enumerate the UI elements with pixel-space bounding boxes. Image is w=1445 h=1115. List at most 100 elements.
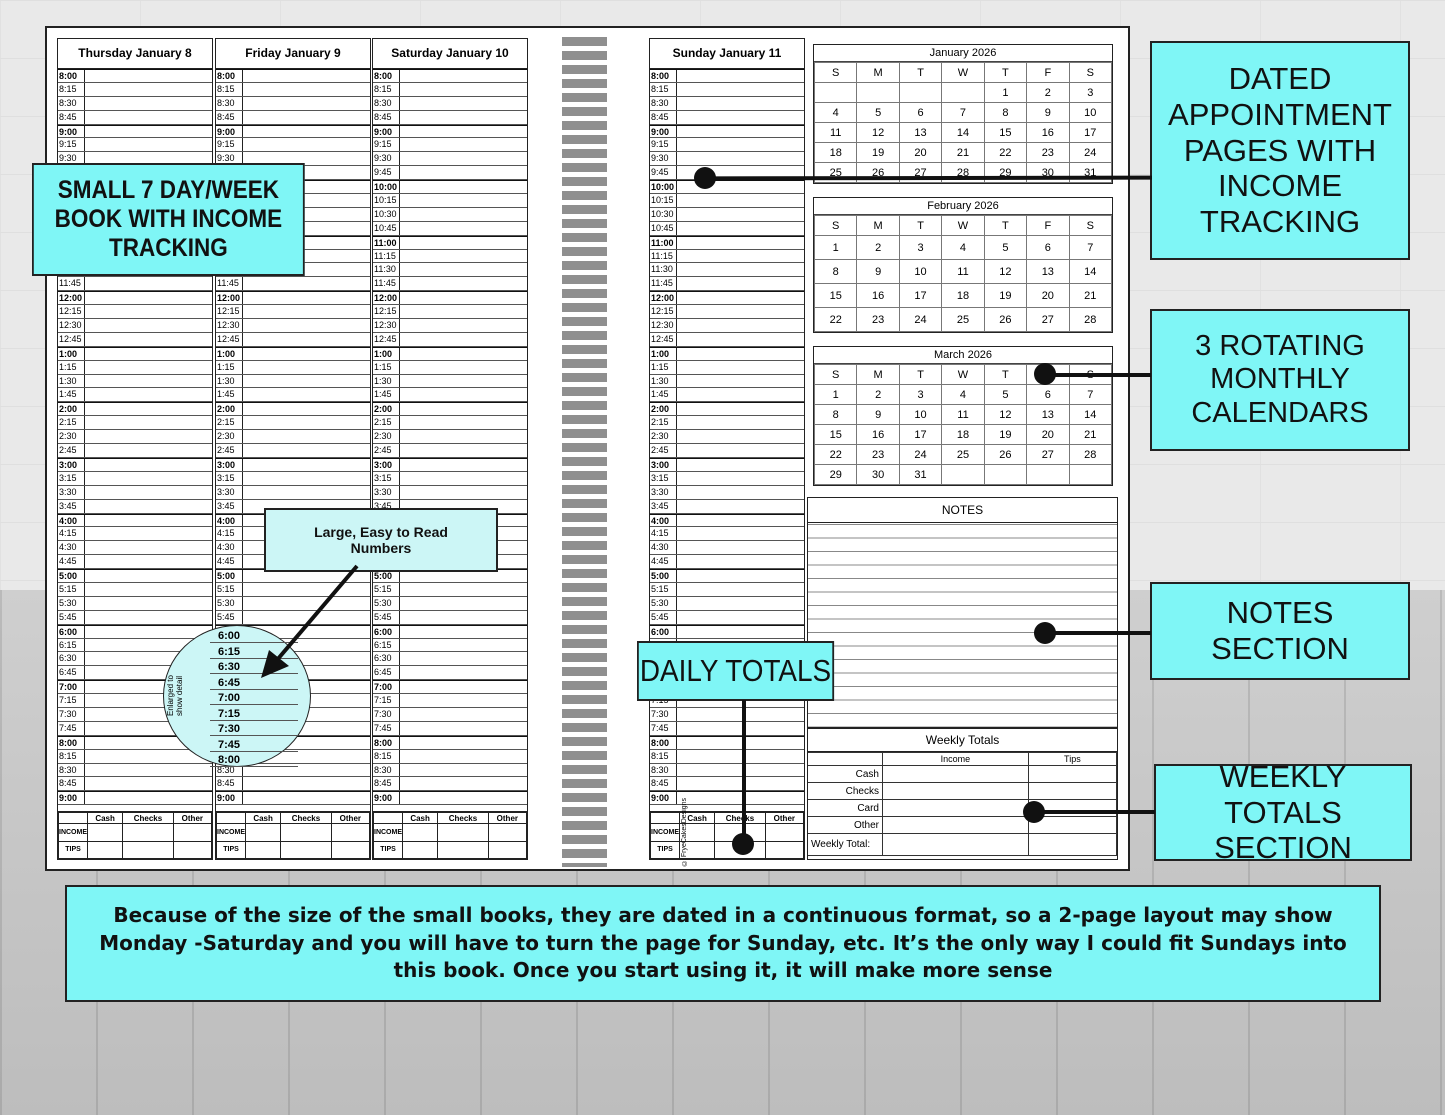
time-slot-row[interactable]: 8:00 <box>216 69 370 83</box>
appointment-space[interactable] <box>243 430 370 443</box>
appointment-space[interactable] <box>85 500 212 513</box>
time-slot-row[interactable]: 9:00 <box>216 791 370 806</box>
appointment-space[interactable] <box>85 305 212 318</box>
appointment-space[interactable] <box>85 527 212 540</box>
time-slot-row[interactable]: 9:15 <box>650 138 804 153</box>
appointment-space[interactable] <box>243 333 370 346</box>
time-slot-row[interactable]: 11:00 <box>373 235 527 250</box>
time-slot-row[interactable]: 8:15 <box>650 82 804 97</box>
time-slot-row[interactable]: 6:45 <box>58 666 212 681</box>
time-slot-row[interactable]: 8:15 <box>58 749 212 764</box>
time-slot-row[interactable]: 4:15 <box>58 527 212 542</box>
appointment-space[interactable] <box>85 319 212 332</box>
appointment-space[interactable] <box>677 555 804 568</box>
time-slot-row[interactable]: 11:45 <box>58 277 212 292</box>
appointment-space[interactable] <box>400 83 527 96</box>
appointment-space[interactable] <box>400 97 527 110</box>
appointment-space[interactable] <box>85 83 212 96</box>
time-slot-row[interactable]: 1:30 <box>216 374 370 389</box>
income-cell[interactable] <box>487 823 528 842</box>
appointment-space[interactable] <box>677 333 804 346</box>
time-slot-row[interactable]: 12:30 <box>373 319 527 333</box>
time-slot-row[interactable]: 5:45 <box>650 610 804 625</box>
appointment-space[interactable] <box>677 305 804 318</box>
time-slot-row[interactable]: 8:00 <box>650 735 804 750</box>
time-slot-row[interactable]: 6:30 <box>373 652 527 667</box>
appointment-space[interactable] <box>400 388 527 401</box>
time-slot-row[interactable]: 3:15 <box>650 471 804 486</box>
time-slot-row[interactable]: 8:45 <box>58 777 212 792</box>
appointment-space[interactable] <box>400 472 527 485</box>
time-slot-row[interactable]: 8:45 <box>216 110 370 125</box>
time-slot-row[interactable]: 3:15 <box>216 471 370 486</box>
time-slot-row[interactable]: 3:45 <box>650 499 804 514</box>
time-slot-row[interactable]: 2:30 <box>58 430 212 445</box>
appointment-space[interactable] <box>85 459 212 471</box>
time-slot-row[interactable]: 7:00 <box>373 680 527 695</box>
appointment-space[interactable] <box>677 126 804 138</box>
appointment-space[interactable] <box>400 611 527 624</box>
time-slot-row[interactable]: 2:45 <box>216 444 370 458</box>
appointment-space[interactable] <box>85 361 212 374</box>
income-cell[interactable] <box>244 840 282 859</box>
time-slot-row[interactable]: 2:15 <box>373 416 527 431</box>
time-slot-row[interactable]: 9:15 <box>373 138 527 153</box>
appointment-space[interactable] <box>243 348 370 360</box>
time-slot-row[interactable]: 7:30 <box>58 707 212 722</box>
time-slot-row[interactable]: 10:15 <box>650 194 804 208</box>
time-slot-row[interactable]: 2:00 <box>650 402 804 417</box>
time-slot-row[interactable]: 3:00 <box>650 457 804 472</box>
appointment-space[interactable] <box>243 792 370 804</box>
appointment-space[interactable] <box>243 305 370 318</box>
appointment-space[interactable] <box>400 208 527 221</box>
appointment-space[interactable] <box>400 681 527 693</box>
appointment-space[interactable] <box>85 277 212 290</box>
time-slot-row[interactable]: 2:00 <box>373 402 527 417</box>
time-slot-row[interactable]: 8:30 <box>373 763 527 778</box>
time-slot-row[interactable]: 3:00 <box>216 457 370 472</box>
time-slot-row[interactable]: 8:00 <box>373 69 527 83</box>
appointment-space[interactable] <box>85 541 212 554</box>
time-slot-row[interactable]: 7:45 <box>650 721 804 736</box>
time-slot-row[interactable]: 1:45 <box>58 388 212 403</box>
time-slot-row[interactable]: 2:00 <box>58 402 212 417</box>
time-slot-row[interactable]: 4:30 <box>58 541 212 556</box>
appointment-space[interactable] <box>677 570 804 582</box>
time-slot-row[interactable]: 2:30 <box>216 430 370 445</box>
appointment-space[interactable] <box>85 583 212 596</box>
time-slot-row[interactable]: 10:00 <box>373 180 527 195</box>
time-slot-row[interactable]: 12:00 <box>216 291 370 306</box>
time-slot-row[interactable]: 12:00 <box>58 291 212 306</box>
appointment-space[interactable] <box>85 611 212 624</box>
appointment-space[interactable] <box>677 348 804 360</box>
time-slot-row[interactable]: 10:15 <box>373 194 527 208</box>
time-slot-row[interactable]: 12:15 <box>58 305 212 320</box>
income-cell[interactable] <box>86 840 124 859</box>
appointment-space[interactable] <box>400 222 527 235</box>
income-cell[interactable] <box>244 823 282 842</box>
time-slot-row[interactable]: 8:30 <box>216 763 370 778</box>
appointment-space[interactable] <box>677 237 804 249</box>
appointment-space[interactable] <box>400 375 527 388</box>
appointment-space[interactable] <box>400 666 527 679</box>
appointment-space[interactable] <box>400 750 527 763</box>
time-slot-row[interactable]: 8:45 <box>650 110 804 125</box>
appointment-space[interactable] <box>243 292 370 304</box>
time-slot-row[interactable]: 5:30 <box>216 596 370 611</box>
time-slot-row[interactable]: 7:45 <box>373 721 527 736</box>
appointment-space[interactable] <box>677 263 804 276</box>
time-slot-row[interactable]: 2:45 <box>373 444 527 458</box>
time-slot-row[interactable]: 3:30 <box>58 485 212 500</box>
time-slot-row[interactable]: 3:00 <box>58 457 212 472</box>
appointment-space[interactable] <box>85 555 212 568</box>
appointment-space[interactable] <box>243 777 370 790</box>
appointment-space[interactable] <box>400 333 527 346</box>
appointment-space[interactable] <box>85 416 212 429</box>
time-slot-row[interactable]: 1:00 <box>373 346 527 361</box>
appointment-space[interactable] <box>85 333 212 346</box>
appointment-space[interactable] <box>85 375 212 388</box>
appointment-space[interactable] <box>677 722 804 735</box>
time-slot-row[interactable]: 9:00 <box>58 791 212 806</box>
appointment-space[interactable] <box>243 486 370 499</box>
time-slot-row[interactable]: 8:15 <box>650 749 804 764</box>
